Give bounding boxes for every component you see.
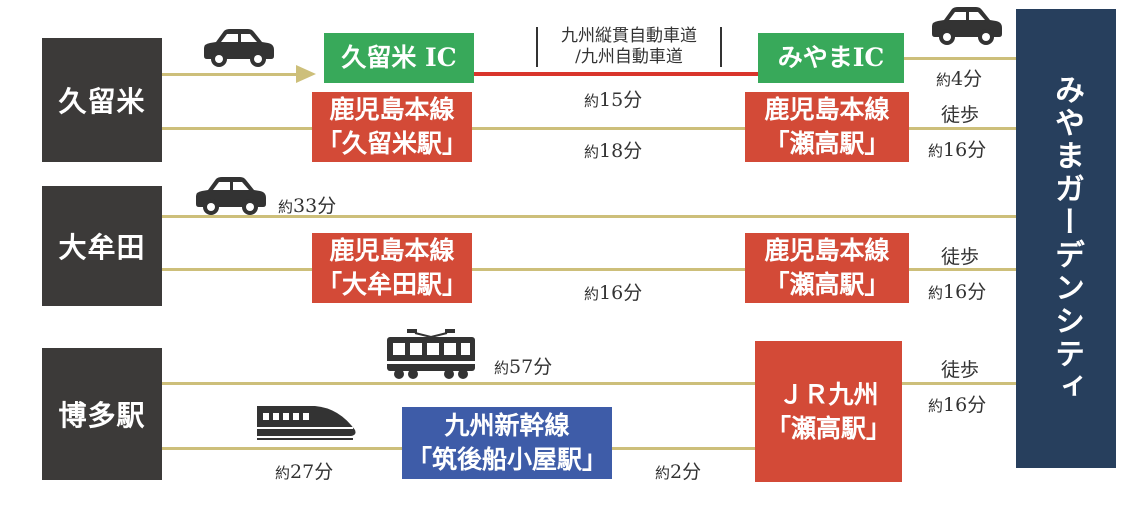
duration-walk-2: 約16分	[928, 281, 987, 303]
kurume-station-name: 「久留米駅」	[316, 129, 467, 158]
setaka-2-station-name: 「瀬高駅」	[764, 270, 890, 299]
origin-hakata: 博多駅	[42, 348, 162, 480]
expressway-tick-left	[536, 27, 538, 67]
expressway-name-line1: 九州縦貫自動車道	[561, 26, 697, 46]
route-line-omuta-car	[162, 215, 1016, 218]
train-icon	[385, 329, 477, 381]
miyama-ic-label: みやまIC	[777, 43, 885, 72]
station-kurume: 鹿児島本線 「久留米駅」	[312, 92, 472, 162]
duration-walk-1: 約16分	[928, 139, 987, 161]
setaka-2-line-name: 鹿児島本線	[764, 236, 890, 265]
duration-walk-3: 約16分	[928, 394, 987, 416]
station-jr-setaka: ＪＲ九州 「瀬高駅」	[755, 341, 902, 482]
expressway-name-line2: /九州自動車道	[575, 47, 683, 67]
omuta-line-name: 鹿児島本線	[329, 236, 455, 265]
omuta-station-name: 「大牟田駅」	[316, 270, 467, 299]
jr-kyushu-label: ＪＲ九州	[778, 379, 879, 409]
kurume-ic-label: 久留米 IC	[341, 43, 457, 72]
route-line-kurume-rail	[162, 127, 1016, 130]
route-line-miyama-ic-dest	[904, 57, 1016, 60]
setaka-1-line-name: 鹿児島本線	[764, 95, 890, 124]
origin-kurume: 久留米	[42, 38, 162, 162]
arrow-right-icon	[296, 65, 316, 83]
station-setaka-1: 鹿児島本線 「瀬高駅」	[745, 92, 909, 162]
duration-omuta-rail: 約16分	[584, 282, 643, 304]
duration-omuta-car: 約33分	[278, 195, 337, 217]
walk-label-2: 徒歩	[941, 246, 980, 268]
car-icon	[196, 26, 276, 72]
setaka-1-station-name: 「瀬高駅」	[764, 129, 890, 158]
station-omuta: 鹿児島本線 「大牟田駅」	[312, 233, 472, 303]
duration-kurume-rail: 約18分	[584, 140, 643, 162]
car-icon	[188, 174, 268, 220]
funagoya-station-name: 「筑後船小屋駅」	[406, 445, 607, 474]
car-icon	[924, 4, 1004, 50]
station-kurume-ic: 久留米 IC	[324, 33, 474, 83]
shinkansen-icon	[255, 402, 359, 442]
route-line-hakata-train	[162, 382, 1016, 385]
shinkansen-line-name: 九州新幹線	[444, 411, 570, 440]
kurume-line-name: 鹿児島本線	[329, 95, 455, 124]
walk-label-1: 徒歩	[941, 104, 980, 126]
route-line-omuta-rail	[162, 268, 1016, 271]
expressway-tick-right	[720, 27, 722, 67]
station-setaka-2: 鹿児島本線 「瀬高駅」	[745, 233, 909, 303]
duration-funagoya-setaka: 約2分	[655, 461, 702, 483]
jr-setaka-station-name: 「瀬高駅」	[765, 413, 891, 443]
origin-omuta: 大牟田	[42, 186, 162, 306]
duration-expressway: 約15分	[584, 89, 643, 111]
destination-box: みやまガーデンシティ	[1016, 9, 1116, 468]
station-miyama-ic: みやまIC	[758, 33, 904, 83]
duration-miyama-ic-dest: 約4分	[936, 68, 983, 90]
walk-label-3: 徒歩	[941, 359, 980, 381]
expressway-line	[474, 72, 758, 76]
route-line-kurume-car	[162, 73, 302, 76]
station-chikugo-funagoya: 九州新幹線 「筑後船小屋駅」	[402, 407, 612, 479]
duration-hakata-train: 約57分	[494, 356, 553, 378]
duration-hakata-shinkansen: 約27分	[275, 461, 334, 483]
expressway-name: 九州縦貫自動車道 /九州自動車道	[542, 26, 716, 68]
